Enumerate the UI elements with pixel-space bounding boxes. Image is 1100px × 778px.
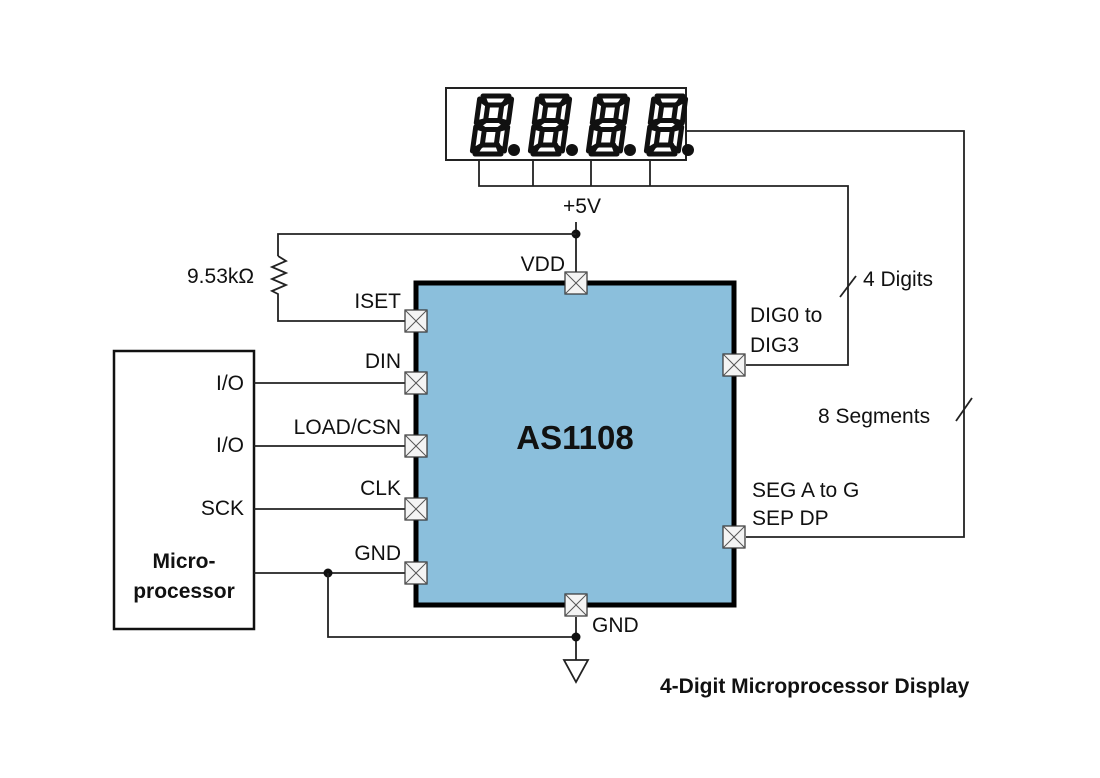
pin-din — [404, 371, 428, 395]
mcu-pin-sck: SCK — [201, 497, 244, 520]
pin-gnd-bottom — [564, 593, 588, 617]
resistor-symbol — [269, 255, 405, 322]
pin-label-dig-line2: DIG3 — [750, 334, 799, 357]
digit-bus-wire — [478, 160, 849, 366]
resistor-top-wire — [277, 233, 576, 256]
pin-load — [404, 434, 428, 458]
pin-label-gnd-left: GND — [354, 542, 401, 565]
pin-gnd-left — [404, 561, 428, 585]
supply-label: +5V — [563, 195, 601, 218]
ground-symbol-icon — [562, 659, 590, 684]
seven-segment-display — [445, 87, 965, 538]
display-segment — [592, 118, 624, 132]
digits-bus-label: 4 Digits — [863, 268, 933, 291]
display-digit — [643, 93, 694, 157]
pin-vdd — [564, 271, 588, 295]
chip-pins — [404, 271, 746, 617]
gnd-bottom-junction-dot — [571, 632, 581, 642]
gnd-return-wire — [327, 573, 576, 638]
display-digit — [585, 93, 636, 157]
pin-label-iset: ISET — [354, 290, 401, 313]
display-digit — [469, 93, 520, 157]
display-digit — [527, 93, 578, 157]
microprocessor-block — [112, 349, 256, 631]
mcu-label-line2: processor — [133, 580, 235, 603]
segments-bus-label: 8 Segments — [818, 405, 930, 428]
chip-name: AS1108 — [516, 419, 633, 456]
pin-label-din: DIN — [365, 350, 401, 373]
pin-clk — [404, 497, 428, 521]
segment-bus-wire — [686, 130, 965, 538]
diagram-caption: 4-Digit Microprocessor Display — [660, 675, 970, 698]
digits-bus-slash — [839, 275, 857, 298]
pin-iset — [404, 309, 428, 333]
mcu-label-line1: Micro- — [153, 550, 216, 573]
display-digits — [469, 93, 694, 157]
pin-label-clk: CLK — [360, 477, 401, 500]
pin-label-seg-line2: SEP DP — [752, 507, 829, 530]
resistor-label: 9.53kΩ — [187, 265, 254, 288]
decimal-point — [566, 144, 578, 156]
display-segment — [534, 118, 566, 132]
pin-label-dig-line1: DIG0 to — [750, 304, 822, 327]
mcu-pin-io-2: I/O — [216, 434, 244, 457]
display-segment — [650, 118, 682, 132]
decimal-point — [508, 144, 520, 156]
decimal-point — [682, 144, 694, 156]
pin-seg — [722, 525, 746, 549]
pin-label-load: LOAD/CSN — [294, 416, 401, 439]
pin-label-gnd-bottom: GND — [592, 614, 639, 637]
mcu-pin-io-1: I/O — [216, 372, 244, 395]
decimal-point — [624, 144, 636, 156]
pin-label-vdd: VDD — [521, 253, 565, 276]
display-segment — [476, 118, 508, 132]
segments-bus-slash — [955, 397, 973, 422]
pin-label-seg-line1: SEG A to G — [752, 479, 859, 502]
pin-dig — [722, 353, 746, 377]
